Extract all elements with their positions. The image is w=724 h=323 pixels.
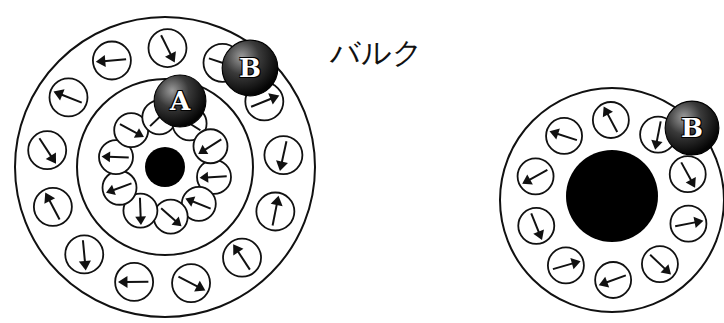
dipole-molecule xyxy=(154,200,188,234)
species-letter: B xyxy=(681,115,703,141)
dipole-molecule xyxy=(115,263,153,301)
dipole-molecule xyxy=(642,246,678,282)
dipole-molecule xyxy=(264,136,302,174)
shell-boundary xyxy=(15,17,315,317)
dipole-molecule xyxy=(93,42,131,80)
dipole-molecule xyxy=(518,158,554,194)
region-label: バルク xyxy=(330,38,423,68)
dipole-molecule xyxy=(28,131,66,169)
dipole-molecule xyxy=(34,188,72,226)
species-letter: B xyxy=(239,55,261,81)
dipole-molecule xyxy=(172,264,210,302)
dipole-molecule xyxy=(65,235,103,273)
dipole-molecule xyxy=(49,78,87,116)
dipole-molecule xyxy=(223,239,261,277)
dipole-molecule xyxy=(256,193,294,231)
dipole-molecule xyxy=(670,156,706,192)
dipole-molecule xyxy=(518,208,554,244)
solute-ball: A xyxy=(153,74,207,128)
dipole-ring xyxy=(28,29,302,302)
dipole-molecule xyxy=(593,102,629,138)
shell-boundary xyxy=(500,88,724,312)
solute-ball: B xyxy=(664,100,720,156)
species-letter: A xyxy=(170,88,190,114)
ion-core xyxy=(145,147,185,187)
dipole-molecule xyxy=(546,118,582,154)
dipole-molecule xyxy=(670,206,706,242)
solute-ball: B xyxy=(221,39,279,97)
dipole-molecule xyxy=(103,171,137,205)
dipole-molecule xyxy=(595,262,631,298)
dipole-molecule xyxy=(193,129,227,163)
dipole-molecule xyxy=(548,247,584,283)
dipole-molecule xyxy=(148,29,186,67)
ion-core xyxy=(566,150,658,242)
